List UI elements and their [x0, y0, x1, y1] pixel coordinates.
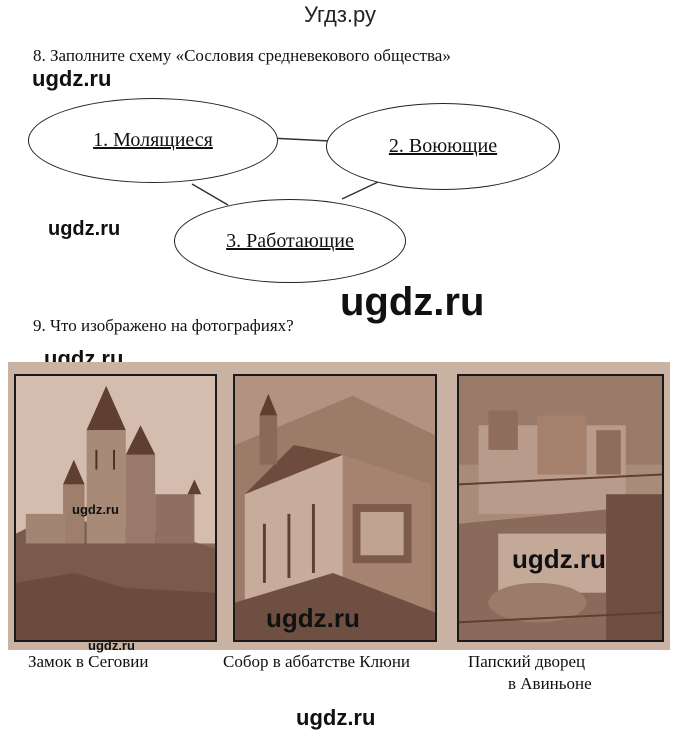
watermark-8: ugdz.ru	[88, 638, 135, 653]
site-title: Угдз.ру	[303, 2, 377, 27]
task-9-text: 9. Что изображено на фотографиях?	[33, 316, 294, 335]
caption-avignon-line-1: Папский дворец	[468, 652, 586, 671]
task-8-text: 8. Заполните схему «Сословия средневеков…	[33, 46, 451, 65]
scheme-node-1: 1. Молящиеся	[28, 98, 278, 183]
watermark-5: ugdz.ru	[72, 502, 119, 517]
avignon-palace-photo	[457, 374, 664, 642]
cluny-abbey-photo	[233, 374, 437, 642]
watermark-6: ugdz.ru	[512, 544, 606, 574]
segovia-castle-photo	[14, 374, 217, 642]
caption-avignon-line-2: в Авиньоне	[508, 674, 592, 693]
caption-cluny: Собор в аббатстве Клюни	[223, 652, 411, 671]
scheme-node-2: 2. Воюющие	[326, 103, 560, 190]
connector-1-3	[191, 183, 229, 206]
watermark-1: ugdz.ru	[32, 66, 112, 91]
watermark-2: ugdz.ru	[48, 218, 121, 240]
caption-segovia: Замок в Сеговии	[28, 652, 149, 671]
watermark-9: ugdz.ru	[296, 705, 376, 730]
connector-2-3	[341, 181, 379, 200]
scheme-node-3: 3. Работающие	[174, 199, 406, 283]
watermark-7: ugdz.ru	[266, 603, 360, 633]
watermark-3: ugdz.ru	[340, 280, 485, 324]
